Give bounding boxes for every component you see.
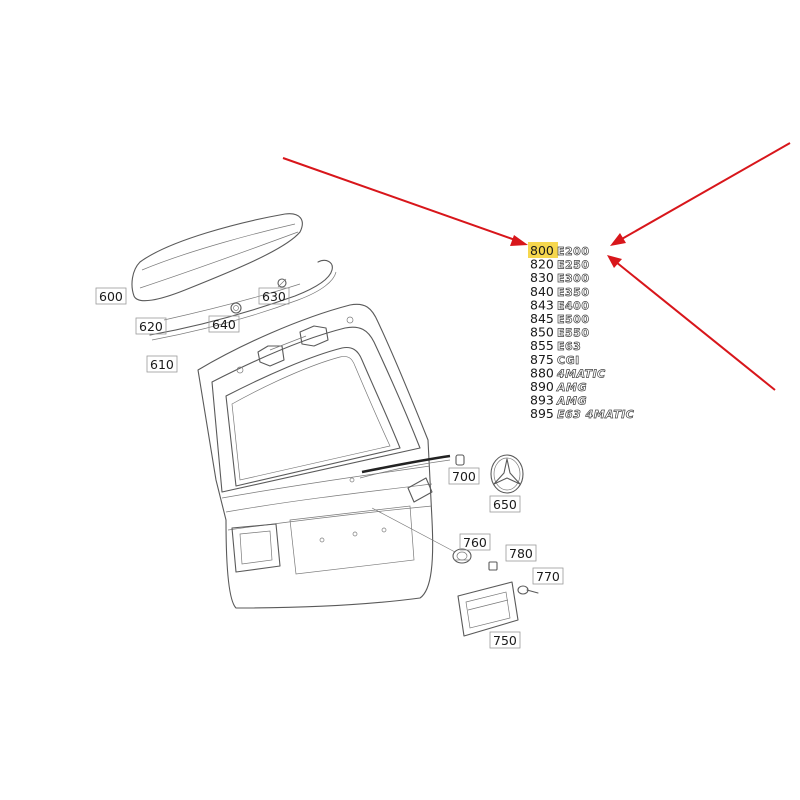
badge-emblem-845: E500 [557, 313, 589, 326]
callout-760: 760 [459, 533, 491, 551]
callout-640-text: 640 [212, 317, 236, 332]
arrow-bottom-right-head [607, 255, 622, 268]
callout-650: 650 [489, 495, 521, 513]
badge-number-830: 830 [530, 270, 554, 285]
callout-610-text: 610 [150, 357, 174, 372]
badge-number-890: 890 [530, 379, 554, 394]
badge-emblem-893: AMG [556, 395, 587, 408]
badge-number-875: 875 [530, 352, 554, 367]
red-arrows [282, 142, 791, 391]
nut-780 [488, 561, 498, 571]
badge-number-843: 843 [530, 297, 554, 312]
callout-620-text: 620 [139, 319, 163, 334]
callout-700-text: 700 [452, 469, 476, 484]
highlight-800 [528, 242, 558, 258]
badge-number-840: 840 [530, 284, 554, 299]
callout-620: 620 [135, 317, 167, 335]
arrow-top-left [282, 157, 519, 242]
screw-770 [517, 585, 539, 595]
badge-number-850: 850 [530, 325, 554, 340]
plate-holder [457, 581, 519, 637]
badge-emblem-895: E63 4MATIC [557, 408, 634, 421]
clip-640 [230, 302, 242, 314]
badge-number-820: 820 [530, 257, 554, 272]
clip-700 [455, 454, 465, 466]
callout-630-text: 630 [262, 289, 286, 304]
callout-600: 600 [95, 287, 127, 305]
arrow-top-right [619, 142, 791, 241]
arrow-top-left-head [510, 235, 528, 246]
callout-630: 630 [258, 287, 290, 305]
callout-750-text: 750 [493, 633, 517, 648]
rear-spoiler [131, 213, 303, 302]
callout-780-text: 780 [509, 546, 533, 561]
badge-number-855: 855 [530, 338, 554, 353]
arrow-bottom-right [615, 261, 776, 391]
tailgate-body [197, 303, 434, 609]
badge-emblem-855: E63 [557, 340, 581, 353]
callout-780: 780 [505, 544, 537, 562]
badge-number-893: 893 [530, 393, 554, 408]
badge-emblem-800: E200 [557, 245, 589, 258]
callout-770-text: 770 [536, 569, 560, 584]
callout-labels: 600 620 630 640 610 700 650 760 [95, 287, 564, 649]
star-emblem-icon [490, 454, 524, 494]
leader-700 [359, 459, 451, 479]
clip-630 [277, 278, 287, 288]
callout-770: 770 [532, 567, 564, 585]
trim-strip [361, 454, 451, 474]
badge-number-895: 895 [530, 406, 554, 421]
seal-strip [149, 259, 337, 341]
callout-640: 640 [208, 315, 240, 333]
badge-number-880: 880 [530, 365, 554, 380]
badge-emblem-890: AMG [556, 381, 587, 394]
badge-emblem-820: E250 [557, 259, 589, 272]
leader-760 [371, 507, 456, 553]
callout-750: 750 [489, 631, 521, 649]
badge-emblem-850: E550 [557, 327, 589, 340]
callout-700: 700 [448, 467, 480, 485]
arrow-top-right-head [610, 233, 626, 246]
callout-650-text: 650 [493, 497, 517, 512]
badge-number-845: 845 [530, 311, 554, 326]
callout-760-text: 760 [463, 535, 487, 550]
badge-emblem-880: 4MATIC [556, 367, 606, 380]
badge-emblem-840: E350 [557, 286, 589, 299]
badge-number-800: 800 [530, 243, 554, 258]
badge-emblem-875: CGI [557, 354, 580, 367]
callout-610: 610 [146, 355, 178, 373]
badge-emblem-843: E400 [557, 299, 589, 312]
lock-cylinder [452, 548, 472, 564]
callout-600-text: 600 [99, 289, 123, 304]
badge-emblem-830: E300 [557, 272, 589, 285]
